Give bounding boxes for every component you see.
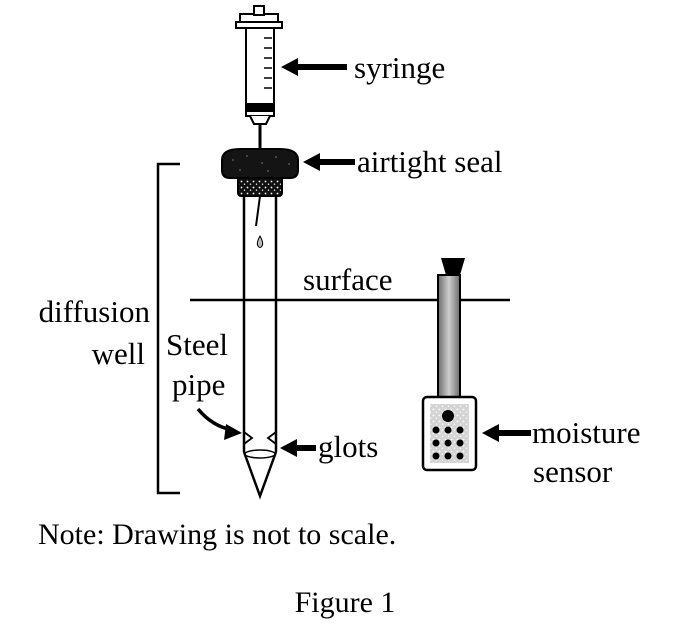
- glots-arrow: [280, 439, 316, 457]
- label-diffusion: diffusion: [39, 294, 151, 329]
- syringe-plunger-stopper: [247, 103, 273, 112]
- syringe-plunger-rod: [253, 5, 265, 16]
- moisture-sensor-drawing: [421, 258, 478, 472]
- sensor-rod-tip: [441, 258, 465, 275]
- pointer-arrows: [196, 58, 531, 457]
- figure-caption: Figure 1: [295, 586, 396, 619]
- seal-arrow: [303, 153, 355, 171]
- label-pipe: pipe: [172, 367, 225, 402]
- diffusion-well-bracket: [156, 162, 180, 495]
- sensor-rod: [437, 274, 461, 398]
- label-sensor: sensor: [533, 454, 613, 489]
- water-droplet: [256, 234, 264, 248]
- sensor-contact-grid: [432, 426, 464, 460]
- note-text: Note: Drawing is not to scale.: [38, 518, 396, 551]
- syringe-arrow: [281, 58, 347, 76]
- syringe-barrel: [245, 27, 275, 117]
- syringe-drawing: [235, 5, 283, 150]
- glot-notch-left: [243, 431, 254, 445]
- seal-cap: [221, 148, 299, 179]
- glot-notch-right: [266, 431, 277, 445]
- steel-pipe-arrow: [196, 407, 242, 440]
- steel-pipe-drawing: [242, 195, 278, 500]
- label-airtight-seal: airtight seal: [357, 144, 502, 179]
- syringe-tip: [249, 115, 271, 125]
- label-syringe: syringe: [354, 50, 445, 85]
- sensor-indicator-light: [442, 410, 454, 422]
- label-steel: Steel: [166, 327, 228, 362]
- label-surface: surface: [303, 262, 393, 297]
- pipe-tip-point: [242, 451, 278, 500]
- label-moisture: moisture: [532, 415, 641, 450]
- airtight-seal-drawing: [221, 148, 299, 197]
- pipe-inner-needle: [255, 195, 261, 227]
- sensor-arrow: [482, 424, 531, 442]
- syringe-graduations: [264, 37, 272, 89]
- glot-opening: [244, 449, 276, 459]
- label-well: well: [92, 336, 145, 371]
- label-glots: glots: [318, 429, 378, 464]
